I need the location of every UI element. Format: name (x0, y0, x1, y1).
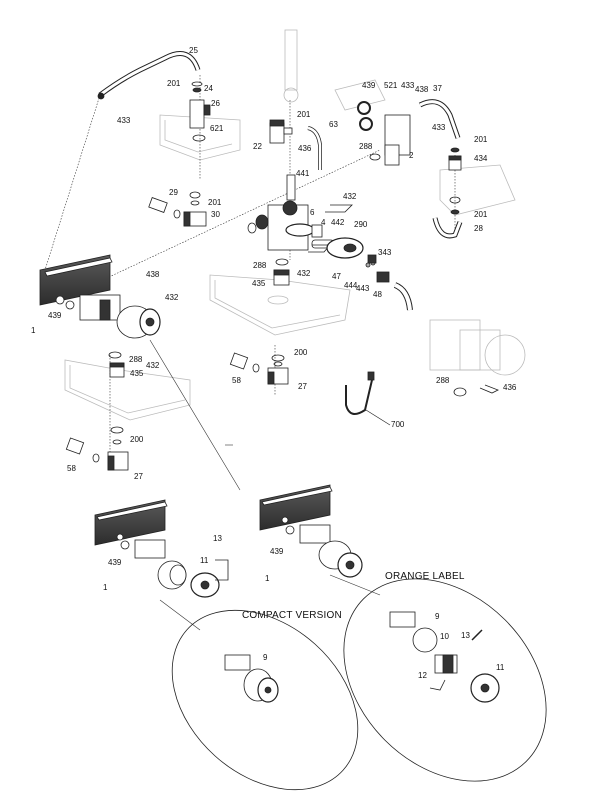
part-label-11: 11 (496, 663, 505, 672)
leader-lines (149, 339, 381, 631)
part-label-439: 439 (362, 81, 376, 90)
part-label-1: 1 (31, 326, 36, 335)
part-label-28: 28 (474, 224, 483, 233)
part-label-290: 290 (354, 220, 368, 229)
valve-26 (189, 81, 211, 142)
part-label-439: 439 (108, 558, 122, 567)
part-label-439: 439 (270, 547, 284, 556)
part-label-432: 432 (297, 269, 311, 278)
part-label-444: 444 (344, 281, 358, 290)
heat-exchanger-main (39, 254, 113, 310)
part-label-343: 343 (378, 248, 392, 257)
part-label-30: 30 (211, 210, 220, 219)
part-label-48: 48 (373, 290, 382, 299)
part-label-6: 6 (310, 208, 315, 217)
part-label-2: 2 (409, 151, 414, 160)
mounting-plate-top (159, 114, 241, 161)
compact-version-ellipse (171, 609, 359, 791)
part-label-4: 4 (321, 218, 326, 227)
part-label-200: 200 (130, 435, 144, 444)
part-label-58: 58 (67, 464, 76, 473)
part-label-433: 433 (401, 81, 415, 90)
part-label-434: 434 (474, 154, 488, 163)
part-label-201: 201 (208, 198, 222, 207)
part-label-37: 37 (433, 84, 442, 93)
part-label-58: 58 (232, 376, 241, 385)
part-label-24: 24 (204, 84, 213, 93)
part-label-63: 63 (329, 120, 338, 129)
part-label-10: 10 (440, 632, 449, 641)
part-label-288: 288 (436, 376, 450, 385)
part-label-521: 521 (384, 81, 398, 90)
boiler-frame-top (283, 29, 386, 111)
fitting-435-left (108, 351, 125, 378)
valve-body-lower-right (299, 524, 363, 578)
cable-700 (345, 371, 391, 426)
part-label-439: 439 (48, 311, 62, 320)
valve-22 (269, 119, 322, 170)
part-label-443: 443 (356, 284, 370, 293)
part-label-621: 621 (210, 124, 224, 133)
part-label-9: 9 (435, 612, 440, 621)
manifold-right (357, 99, 461, 166)
part-label-288: 288 (359, 142, 373, 151)
part-label-433: 433 (117, 116, 131, 125)
mounting-plate-right (439, 164, 516, 216)
part-label-432: 432 (165, 293, 179, 302)
valve-30 (148, 191, 207, 227)
part-label-12: 12 (418, 671, 427, 680)
part-label-11: 11 (200, 556, 209, 565)
part-label-438: 438 (146, 270, 160, 279)
part-label-27: 27 (134, 472, 143, 481)
part-label-438: 438 (415, 85, 429, 94)
pipe-25 (97, 51, 201, 100)
heat-exchanger-lower-left (94, 499, 168, 550)
part-label-47: 47 (332, 272, 341, 281)
part-label-29: 29 (169, 188, 178, 197)
pump-ghost-right (429, 319, 526, 376)
pump-main (79, 294, 161, 339)
part-label-201: 201 (474, 210, 488, 219)
part-label-201: 201 (474, 135, 488, 144)
part-label-700: 700 (391, 420, 405, 429)
part-label-436: 436 (503, 383, 517, 392)
part-label-442: 442 (331, 218, 345, 227)
gasket-288-right (453, 384, 499, 397)
part-label-201: 201 (297, 110, 311, 119)
part-label-436: 436 (298, 144, 312, 153)
part-label-288: 288 (253, 261, 267, 270)
part-label-22: 22 (253, 142, 262, 151)
part-label-13: 13 (213, 534, 222, 543)
mounting-plate-left (64, 359, 191, 421)
part-label-9: 9 (263, 653, 268, 662)
part-label-25: 25 (189, 46, 198, 55)
valve-27-left (65, 426, 129, 471)
caption-orange-label: ORANGE LABEL (385, 571, 465, 582)
part-label-435: 435 (130, 369, 144, 378)
valve-body-lower-left (134, 539, 229, 598)
part-label-435: 435 (252, 279, 266, 288)
part-label-201: 201 (167, 79, 181, 88)
fitting-434 (432, 147, 463, 239)
central-manifold (247, 174, 353, 286)
orange-label-ellipse (343, 578, 547, 782)
part-label-441: 441 (296, 169, 310, 178)
part-label-432: 432 (343, 192, 357, 201)
part-label-27: 27 (298, 382, 307, 391)
motor-47 (326, 237, 413, 311)
heat-exchanger-lower-right (259, 484, 333, 535)
part-label-13: 13 (461, 631, 470, 640)
valve-27-center (229, 352, 289, 385)
part-label-200: 200 (294, 348, 308, 357)
part-label-1: 1 (103, 583, 108, 592)
caption-compact-version: COMPACT VERSION (242, 610, 342, 621)
part-label-288: 288 (129, 355, 143, 364)
part-label-1: 1 (265, 574, 270, 583)
part-label-433: 433 (432, 123, 446, 132)
part-label-26: 26 (211, 99, 220, 108)
part-label-432: 432 (146, 361, 160, 370)
